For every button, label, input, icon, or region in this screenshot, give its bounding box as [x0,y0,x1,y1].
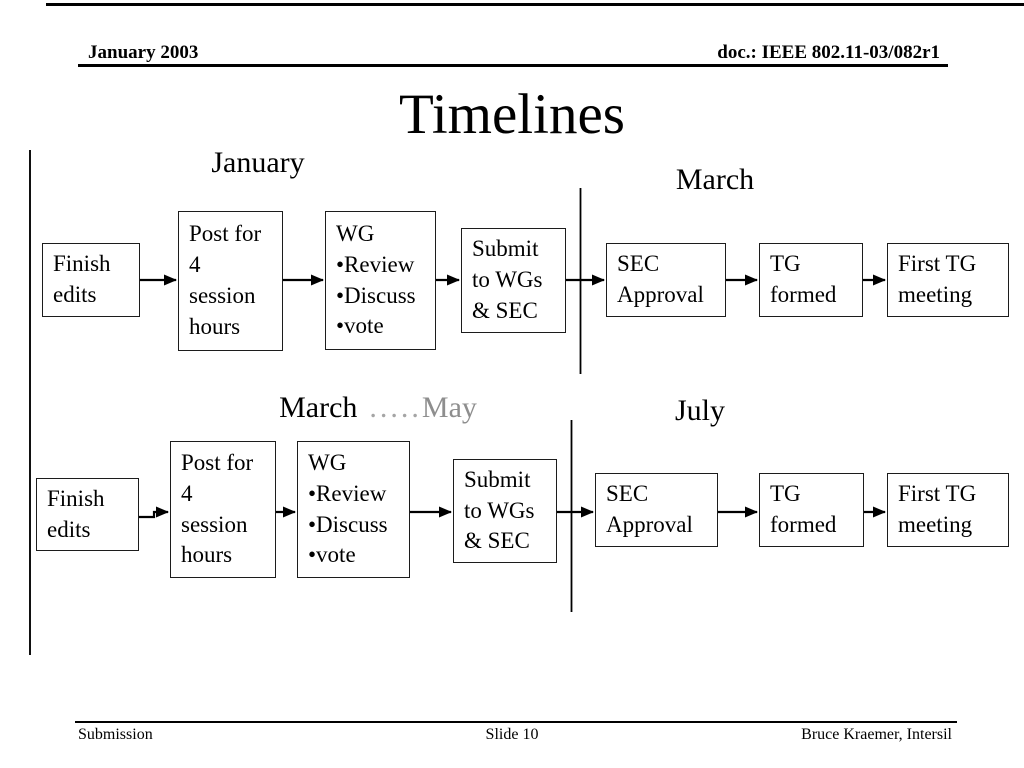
flow-box-line: hours [181,542,233,568]
flow-box-line: SEC [617,251,660,277]
flow-box-line: meeting [898,282,973,307]
flow-box-tg-formed-2: TG formed [759,473,864,547]
flow-box-line: SEC [606,481,649,507]
flow-box-wg-review-discuss-vote-2: WG •Review •Discuss •vote [297,441,410,578]
slide-edge-top [46,3,1024,6]
flow-box-line: 4 [181,480,193,506]
flow-box-post-session-hours-1: Post for 4 session hours [178,211,283,351]
footer-slide-number: Slide 10 [485,726,539,743]
period-label-ellipsis: ..... [369,391,422,424]
flow-box-line: Approval [617,282,704,307]
flow-box-first-tg-meeting-2: First TG meeting [887,473,1009,547]
flow-box-line: formed [770,512,837,537]
flow-box-line: TG [770,251,801,277]
flow-box-first-tg-meeting-1: First TG meeting [887,243,1009,317]
period-label-march-top: March [675,163,755,196]
flow-arrow [139,506,169,519]
flow-box-submit-wgs-sec-1: Submit to WGs & SEC [461,228,566,333]
flow-box-line: Submit [464,466,531,492]
flow-box-line: •Discuss [308,511,388,537]
flow-box-line: Submit [472,236,539,262]
flow-box-line: & SEC [464,528,530,554]
flow-box-line: WG [308,449,347,475]
flow-box-line: First TG [898,251,977,277]
flow-box-line: WG [336,220,375,246]
flow-box-post-session-hours-2: Post for 4 session hours [170,441,276,578]
header-doc-id: doc.: IEEE 802.11-03/082r1 [717,42,940,63]
period-label-may: May [421,391,477,424]
flow-box-line: Post for [189,221,262,247]
flow-box-line: 4 [189,252,201,278]
flow-box-line: edits [47,516,91,542]
period-label-july: July [674,394,725,427]
flow-box-line: First TG [898,481,977,507]
flow-box-line: Approval [606,512,693,537]
flow-box-submit-wgs-sec-2: Submit to WGs & SEC [453,459,557,563]
flow-box-line: meeting [898,512,973,537]
flow-box-line: Finish [53,251,111,277]
period-label-march-may: March.....May [228,391,528,425]
slide-edge-left [29,150,31,655]
flow-box-line: •Review [308,480,387,506]
flow-box-line: session [181,511,248,537]
flow-box-line: •Discuss [336,282,416,308]
flow-box-tg-formed-1: TG formed [759,243,863,317]
flow-box-line: Post for [181,449,254,475]
flow-box-line: to WGs [464,497,535,523]
period-label-march: March [279,391,358,424]
flow-box-sec-approval-2: SEC Approval [595,473,718,547]
flow-box-wg-review-discuss-vote-1: WG •Review •Discuss •vote [325,211,436,350]
flow-box-finish-edits-2: Finish edits [36,478,139,551]
flow-box-line: TG [770,481,801,507]
flow-box-line: •Review [336,251,415,277]
flow-box-line: to WGs [472,267,543,293]
footer-rule [75,721,957,723]
footer-submission: Submission [78,726,153,743]
slide-title: Timelines [399,83,625,146]
flow-box-sec-approval-1: SEC Approval [606,243,726,317]
flow-box-line: formed [770,282,837,307]
flow-box-line: •vote [336,313,384,339]
flow-box-line: session [189,283,256,308]
flow-box-line: Finish [47,485,105,511]
flow-box-line: & SEC [472,297,538,323]
flow-box-finish-edits-1: Finish edits [42,243,140,317]
flow-box-line: •vote [308,542,356,568]
flow-box-line: edits [53,282,97,307]
flow-box-line: hours [189,313,241,339]
footer-author: Bruce Kraemer, Intersil [801,726,952,743]
period-label-january: January [211,146,305,179]
header-rule [78,64,948,67]
header-date: January 2003 [88,42,199,63]
